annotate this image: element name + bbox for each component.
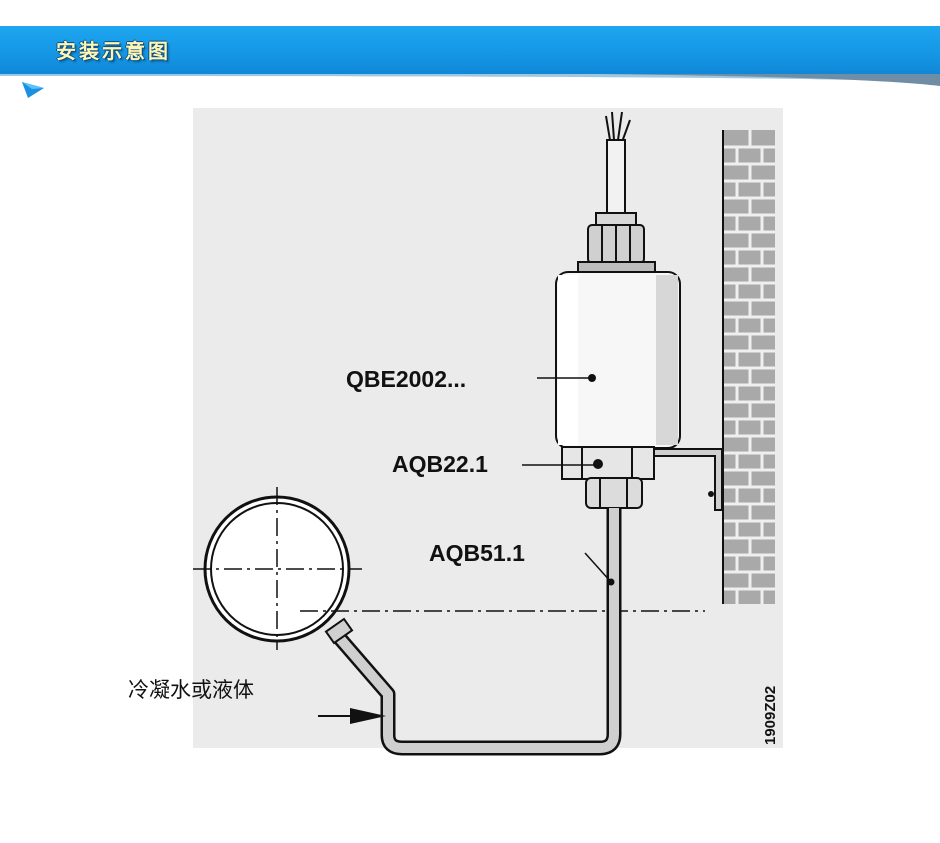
adapter-fitting (561, 446, 655, 509)
drawing-id: 1909Z02 (762, 686, 779, 745)
header-bar (0, 26, 940, 76)
header-shadow (0, 74, 940, 86)
label-adapter: AQB22.1 (392, 451, 488, 477)
pipe-clamp (324, 617, 354, 645)
wall-brick-icon (722, 130, 775, 604)
label-siphon: AQB51.1 (429, 540, 525, 566)
corner-arrow-icon (22, 82, 44, 98)
page-title: 安装示意图 (56, 39, 171, 63)
label-medium: 冷凝水或液体 (128, 678, 254, 702)
drawing-background (193, 108, 783, 748)
flow-arrow-icon (318, 708, 386, 724)
cable (605, 111, 631, 216)
sensor-body (555, 271, 681, 449)
leader-lines (522, 377, 612, 583)
label-sensor: QBE2002... (346, 366, 466, 392)
center-lines (193, 487, 705, 650)
